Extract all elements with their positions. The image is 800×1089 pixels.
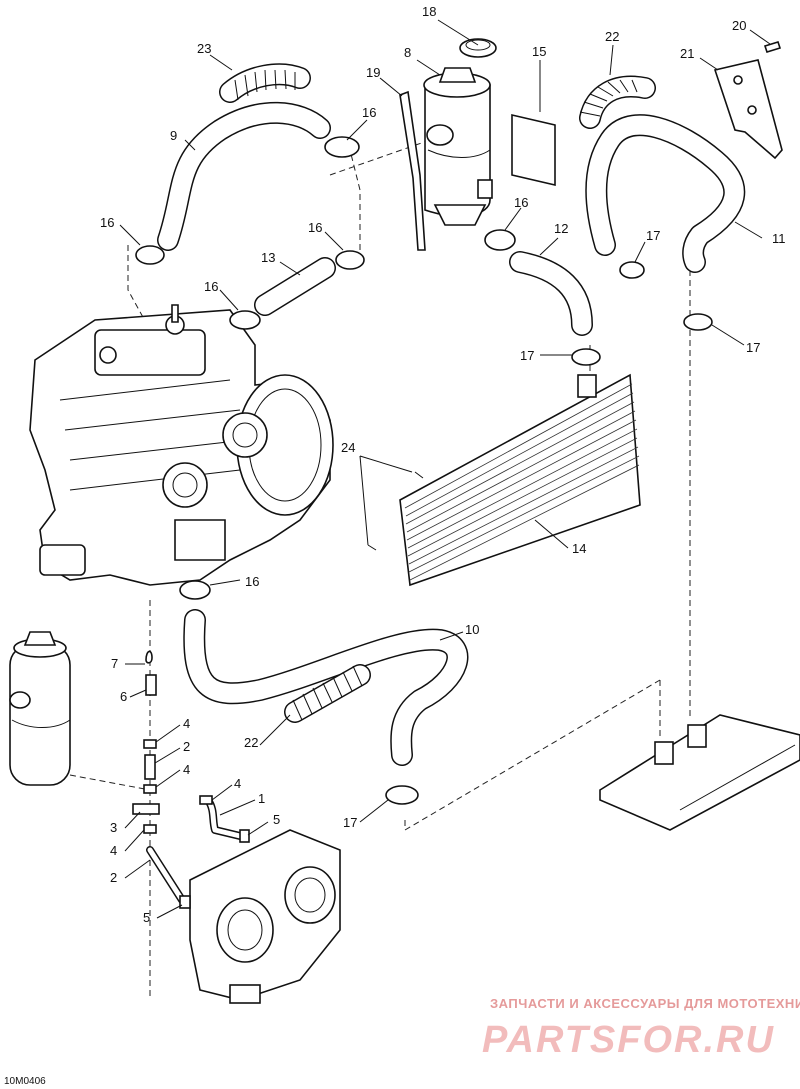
callout-4-b: 4 — [183, 762, 190, 777]
callout-24: 24 — [341, 440, 355, 455]
fittings — [132, 650, 250, 909]
callouts: 18 8 15 22 20 21 23 19 16 9 16 16 12 17 … — [100, 4, 786, 925]
callout-20: 20 — [732, 18, 746, 33]
diagram-code: 10M0406 — [4, 1076, 46, 1087]
hoses — [157, 101, 746, 766]
callout-22-top: 22 — [605, 29, 619, 44]
secondary-reservoir — [9, 631, 71, 786]
watermark-logo: PARTSFOR.RU — [482, 1019, 775, 1061]
clamps — [135, 136, 713, 805]
watermark: ЗАПЧАСТИ И АКСЕССУАРЫ ДЛЯ МОТОТЕХНИКИ PA… — [482, 996, 800, 1061]
callout-2-a: 2 — [183, 739, 190, 754]
tube-19 — [399, 90, 426, 251]
coolant-reservoir-8 — [423, 67, 493, 226]
callout-12: 12 — [554, 221, 568, 236]
callout-4-c: 4 — [234, 776, 241, 791]
corrugated-hoses — [219, 63, 656, 723]
callout-16-c: 16 — [308, 220, 322, 235]
callout-4-a: 4 — [183, 716, 190, 731]
callout-17-c: 17 — [520, 348, 534, 363]
callout-19: 19 — [366, 65, 380, 80]
lower-plate — [599, 714, 800, 831]
callout-11: 11 — [772, 231, 786, 246]
callout-7: 7 — [111, 656, 118, 671]
callout-3: 3 — [110, 820, 117, 835]
callout-5-b: 5 — [143, 910, 150, 925]
callout-17-b: 17 — [746, 340, 760, 355]
callout-16-b: 16 — [100, 215, 114, 230]
callout-21: 21 — [680, 46, 694, 61]
callout-17-a: 17 — [646, 228, 660, 243]
carburetors — [189, 829, 341, 1004]
leader-lines — [119, 19, 771, 919]
callout-5-a: 5 — [273, 812, 280, 827]
callout-16-a: 16 — [362, 105, 376, 120]
callout-13: 13 — [261, 250, 275, 265]
callout-2-b: 2 — [110, 870, 117, 885]
callout-14: 14 — [572, 541, 586, 556]
watermark-tagline: ЗАПЧАСТИ И АКСЕССУАРЫ ДЛЯ МОТОТЕХНИКИ — [490, 996, 800, 1011]
callout-16-d: 16 — [514, 195, 528, 210]
radiator-14 — [367, 373, 641, 587]
callout-23: 23 — [197, 41, 211, 56]
callout-8: 8 — [404, 45, 411, 60]
cap-18 — [459, 38, 497, 58]
callout-1: 1 — [258, 791, 265, 806]
callout-16-f: 16 — [245, 574, 259, 589]
callout-6: 6 — [120, 689, 127, 704]
callout-22-bottom: 22 — [244, 735, 258, 750]
callout-18: 18 — [422, 4, 436, 19]
engine-block — [29, 304, 334, 586]
callout-15: 15 — [532, 44, 546, 59]
screw-20 — [763, 41, 782, 53]
callout-16-e: 16 — [204, 279, 218, 294]
callout-4-d: 4 — [110, 843, 117, 858]
callout-9: 9 — [170, 128, 177, 143]
callout-17-d: 17 — [343, 815, 357, 830]
callout-10: 10 — [465, 622, 479, 637]
bracket-21 — [713, 59, 783, 160]
pad-15 — [511, 113, 556, 187]
